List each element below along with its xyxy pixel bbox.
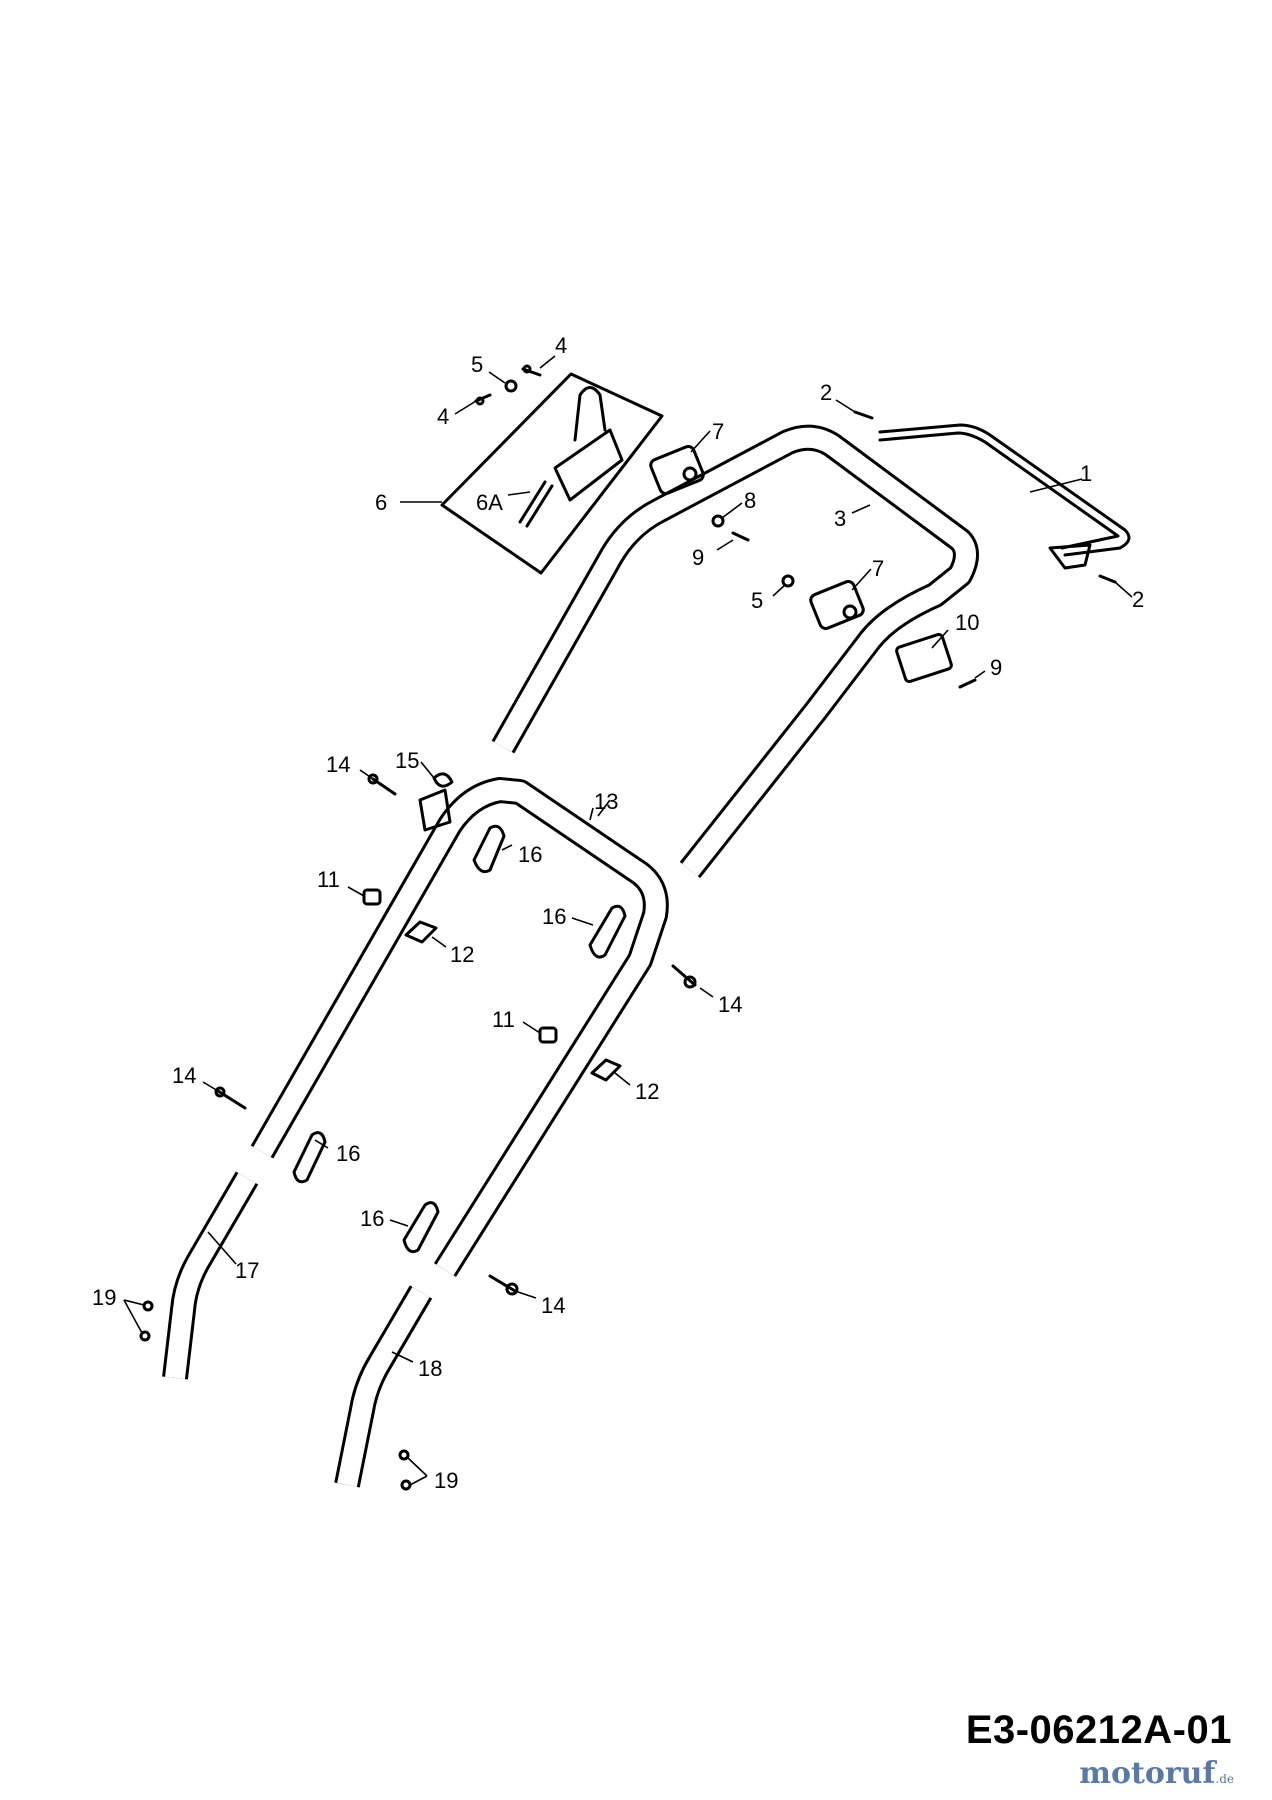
callout-5-mid: 5 bbox=[751, 588, 763, 613]
callout-4-top: 4 bbox=[555, 333, 567, 358]
hardware bbox=[139, 364, 1117, 1491]
callout-15: 15 bbox=[395, 748, 419, 773]
callout-10: 10 bbox=[955, 610, 979, 635]
callout-11-mid: 11 bbox=[492, 1007, 515, 1032]
callout-14-left: 14 bbox=[172, 1063, 196, 1088]
callout-11-left: 11 bbox=[317, 867, 340, 892]
lower-bar-right bbox=[334, 1285, 433, 1488]
callout-19-bottom: 19 bbox=[434, 1468, 458, 1493]
callout-6: 6 bbox=[375, 490, 387, 515]
callouts: 1 2 2 3 4 4 5 5 6 6A 7 7 8 9 9 10 11 11 … bbox=[92, 333, 1144, 1493]
watermark-name: motoruf bbox=[1079, 1756, 1216, 1791]
callout-9-right: 9 bbox=[990, 655, 1002, 680]
callout-9-top: 9 bbox=[692, 545, 704, 570]
watermark-tld: .de bbox=[1215, 1772, 1234, 1786]
callout-6a: 6A bbox=[476, 490, 503, 515]
upper-handle bbox=[491, 424, 979, 879]
callout-16-mid: 16 bbox=[542, 904, 566, 929]
callout-14-top: 14 bbox=[326, 752, 350, 777]
callout-17: 17 bbox=[235, 1258, 259, 1283]
lower-handle bbox=[250, 777, 669, 1277]
callout-2-right: 2 bbox=[1132, 587, 1144, 612]
control-rod bbox=[878, 423, 1131, 570]
callout-7-mid: 7 bbox=[872, 556, 884, 581]
callout-8: 8 bbox=[744, 488, 756, 513]
callout-18: 18 bbox=[418, 1356, 442, 1381]
drawing-code: E3-06212A-01 bbox=[965, 1708, 1232, 1752]
callout-12-left: 12 bbox=[450, 942, 474, 967]
callout-5-top: 5 bbox=[471, 352, 483, 377]
callout-3: 3 bbox=[834, 506, 846, 531]
leader-lines bbox=[123, 355, 1133, 1486]
callout-12-mid: 12 bbox=[635, 1079, 659, 1104]
control-unit bbox=[440, 372, 664, 575]
callout-13: 13 bbox=[594, 789, 618, 814]
callout-14-right: 14 bbox=[718, 992, 742, 1017]
callout-16-left: 16 bbox=[336, 1141, 360, 1166]
callout-16-top: 16 bbox=[518, 842, 542, 867]
watermark-logo: motoruf.de bbox=[1079, 1756, 1234, 1791]
lower-bar-left bbox=[162, 1171, 259, 1380]
callout-1: 1 bbox=[1080, 461, 1092, 486]
callout-2-top: 2 bbox=[820, 380, 832, 405]
callout-16-bottom: 16 bbox=[360, 1206, 384, 1231]
callout-4-left: 4 bbox=[437, 404, 449, 429]
callout-7-top: 7 bbox=[712, 419, 724, 444]
callout-19-left: 19 bbox=[92, 1285, 116, 1310]
callout-14-bottom: 14 bbox=[541, 1293, 565, 1318]
brackets bbox=[649, 445, 953, 683]
